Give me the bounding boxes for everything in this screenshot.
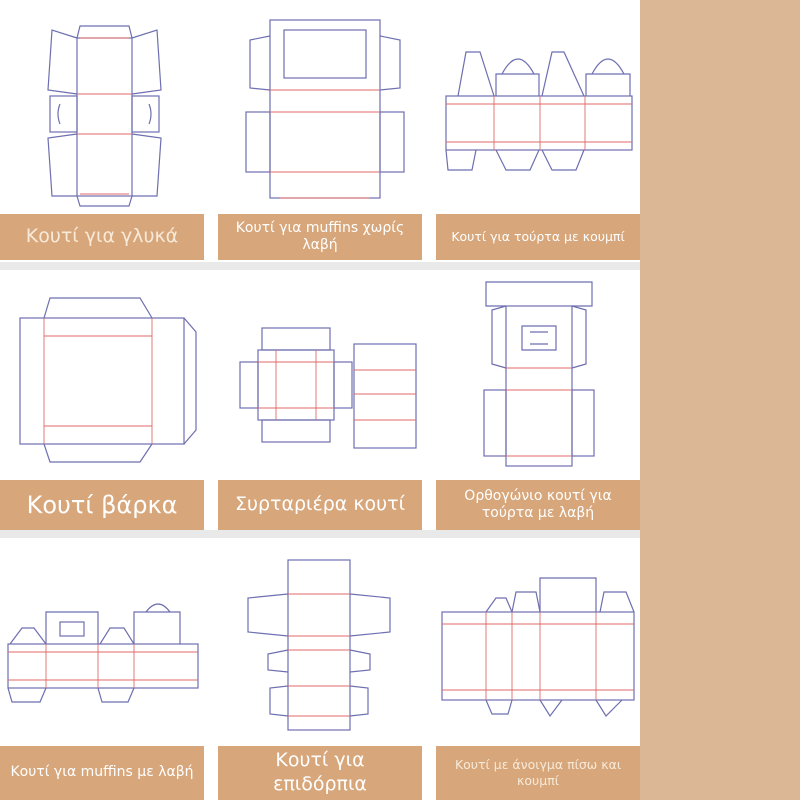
tile-cake-box-with-button[interactable]: Κουτί για τούρτα με κουμπί (436, 0, 640, 262)
tile-sweets-box[interactable]: Κουτί για γλυκά (0, 0, 204, 262)
tile-label: Κουτί για muffins με λαβή (0, 746, 204, 800)
boat-box-template-diagram (0, 270, 204, 480)
tile-drawer-box[interactable]: Συρταριέρα κουτί (218, 270, 422, 530)
tile-label: Κουτί βάρκα (0, 480, 204, 530)
row-divider (0, 530, 640, 538)
tile-label: Κουτί για τούρτα με κουμπί (436, 214, 640, 260)
tile-muffin-box-with-handle[interactable]: Κουτί για muffins με λαβή (0, 538, 204, 800)
cake-box-template-diagram (436, 0, 640, 214)
tile-label: Κουτί για επιδόρπια (218, 746, 422, 800)
tile-muffin-box-no-handle[interactable]: Κουτί για muffins χωρίς λαβή (218, 0, 422, 262)
tile-label: Κουτί για γλυκά (0, 214, 204, 260)
drawer-box-template-diagram (218, 270, 422, 480)
row-divider (0, 262, 640, 270)
rect-cake-box-template-diagram (436, 270, 640, 480)
tile-rect-cake-box-with-handle[interactable]: Ορθογώνιο κουτί για τούρτα με λαβή (436, 270, 640, 530)
tile-label: Κουτί με άνοιγμα πίσω και κουμπί (436, 746, 640, 800)
tile-back-opening-box[interactable]: Κουτί με άνοιγμα πίσω και κουμπί (436, 538, 640, 800)
tile-label: Συρταριέρα κουτί (218, 480, 422, 530)
catalog-sheet: Κουτί για γλυκά Κουτί για muffins χωρίς … (0, 0, 640, 800)
back-opening-box-template-diagram (436, 538, 640, 746)
tile-boat-box[interactable]: Κουτί βάρκα (0, 270, 204, 530)
muffin-handle-box-template-diagram (0, 538, 204, 746)
muffin-box-template-diagram (218, 0, 422, 214)
sweets-box-template-diagram (0, 0, 204, 214)
tile-label: Κουτί για muffins χωρίς λαβή (218, 214, 422, 260)
tile-label: Ορθογώνιο κουτί για τούρτα με λαβή (436, 480, 640, 530)
side-panel (640, 0, 800, 800)
tile-dessert-box[interactable]: Κουτί για επιδόρπια (218, 538, 422, 800)
dessert-box-template-diagram (218, 538, 422, 746)
